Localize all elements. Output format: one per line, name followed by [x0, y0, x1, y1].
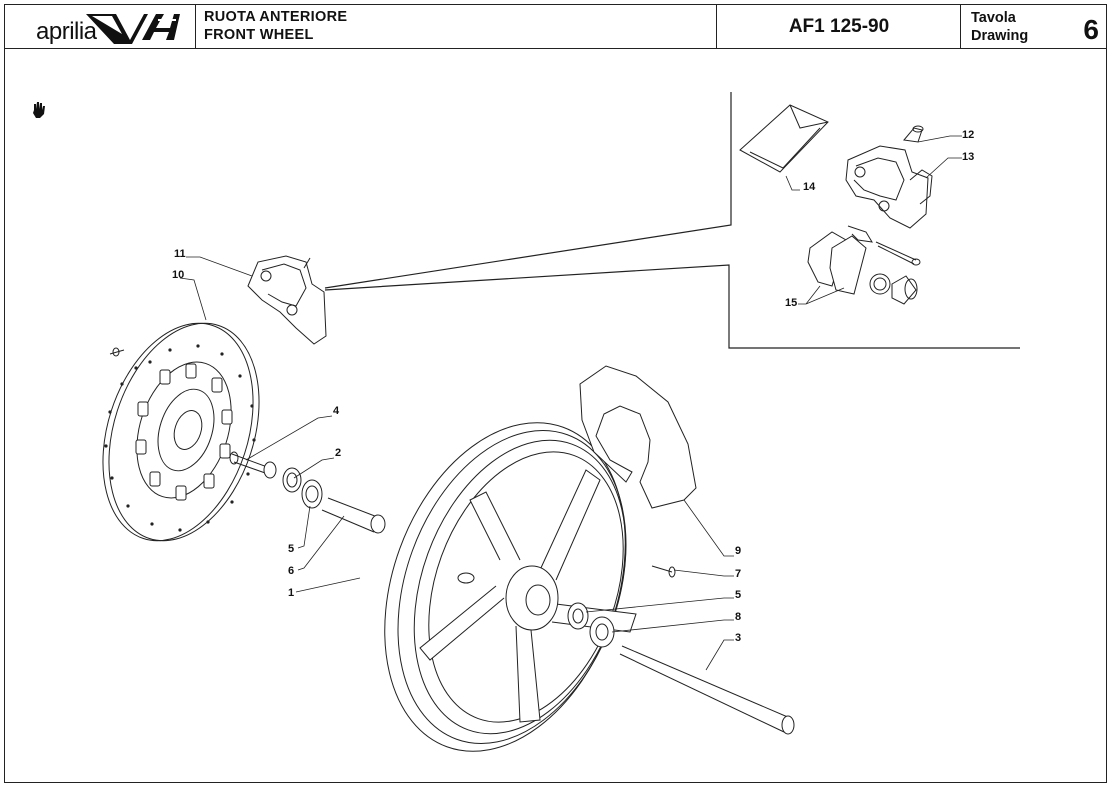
part-label-8: 8 — [735, 611, 741, 623]
part-label-14: 14 — [803, 181, 816, 193]
part-label-10: 10 — [172, 269, 184, 281]
part-label-5-left: 5 — [288, 543, 294, 555]
inset-frame — [324, 92, 1020, 349]
part-label-4: 4 — [333, 405, 340, 417]
part-label-2: 2 — [335, 447, 341, 459]
logo-cell: aprilia — [4, 4, 196, 48]
part-label-1: 1 — [288, 587, 294, 599]
model-cell: AF1 125-90 — [717, 4, 961, 48]
front-fender — [579, 365, 697, 509]
part-label-11: 11 — [174, 248, 186, 260]
page-frame — [4, 4, 1107, 783]
part-label-6: 6 — [288, 565, 294, 577]
pad-kit-envelope — [739, 104, 829, 173]
leader-lines — [179, 135, 962, 671]
model-code: AF1 125-90 — [788, 16, 890, 37]
part-label-9: 9 — [735, 545, 741, 557]
part-label-12: 12 — [962, 129, 974, 141]
brake-disc — [102, 322, 260, 542]
brake-pads — [807, 225, 921, 305]
brake-caliper — [247, 255, 327, 345]
part-label-15: 15 — [785, 297, 797, 309]
drawing-label: Drawing — [971, 28, 1029, 44]
wheel-rim — [384, 422, 637, 752]
sheet-number: 6 — [1083, 14, 1099, 45]
title-english: FRONT WHEEL — [204, 27, 314, 43]
tavola-label: Tavola — [971, 10, 1016, 26]
part-labels: 11 10 4 2 5 6 1 9 7 5 8 3 12 13 14 15 — [172, 129, 974, 644]
title-cell: RUOTA ANTERIORE FRONT WHEEL — [196, 4, 717, 48]
title-block: aprilia RUOTA ANTERIORE FRONT WHEEL AF1 … — [4, 4, 1107, 49]
part-label-7: 7 — [735, 568, 741, 580]
part-label-5-right: 5 — [735, 589, 741, 601]
inset-caliper — [845, 125, 933, 229]
hand-icon — [33, 102, 45, 118]
title-italian: RUOTA ANTERIORE — [204, 9, 348, 25]
brand-name: aprilia — [36, 18, 97, 45]
part-label-13: 13 — [962, 151, 974, 163]
hub-parts — [229, 451, 386, 534]
part-label-3: 3 — [735, 632, 741, 644]
drawing-cell: Tavola Drawing 6 — [961, 4, 1107, 48]
aprilia-logo-icon — [86, 14, 180, 44]
